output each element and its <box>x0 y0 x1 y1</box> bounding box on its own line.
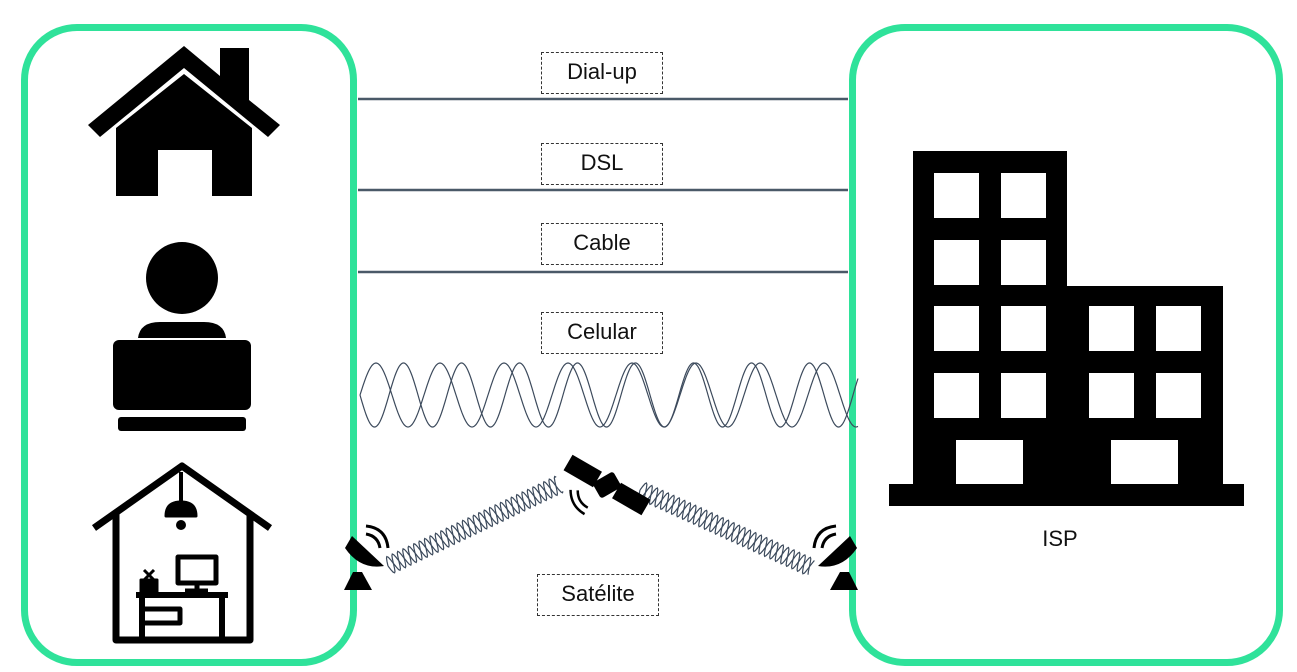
satellite-uplink-wave <box>385 475 564 574</box>
person-laptop-icon <box>113 242 251 431</box>
satellite-downlink-wave <box>637 482 815 575</box>
cellular-wave <box>359 362 859 428</box>
satellite-label: Satélite <box>537 574 659 616</box>
isp-label: ISP <box>1042 526 1078 551</box>
satellite-icon <box>563 454 651 516</box>
satellite-dish-icon-right <box>812 524 858 590</box>
dsl-label: DSL <box>541 143 663 185</box>
office-building-icon <box>889 151 1244 506</box>
cellular-label: Celular <box>541 312 663 354</box>
dialup-label: Dial-up <box>541 52 663 94</box>
house-icon <box>88 46 280 196</box>
home-office-icon <box>91 462 273 644</box>
satellite-dish-icon-left <box>344 524 390 590</box>
cable-label: Cable <box>541 223 663 265</box>
